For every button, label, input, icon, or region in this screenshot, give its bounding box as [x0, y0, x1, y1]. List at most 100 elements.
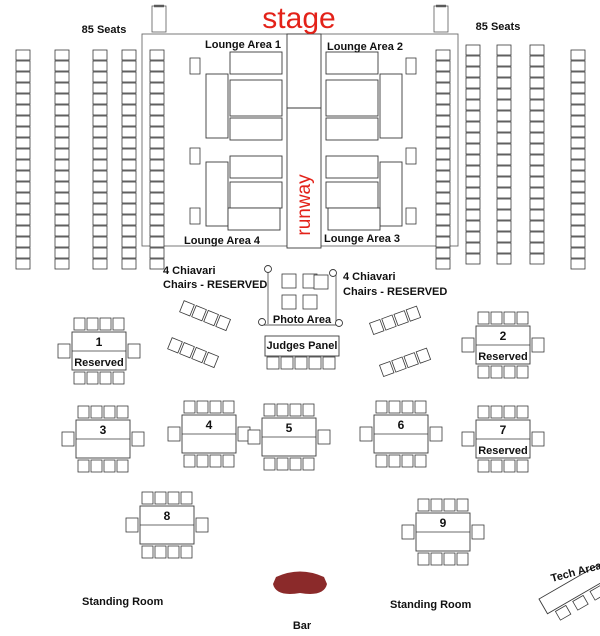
theater-seat[interactable]	[529, 132, 545, 144]
theater-seat[interactable]	[149, 181, 165, 193]
theater-seat[interactable]	[465, 132, 481, 144]
table-chair[interactable]	[222, 400, 235, 414]
theater-seat[interactable]	[435, 203, 451, 215]
theater-seat[interactable]	[529, 99, 545, 111]
table-chair[interactable]	[531, 337, 545, 353]
theater-seat[interactable]	[465, 176, 481, 188]
theater-seat[interactable]	[15, 104, 31, 116]
theater-seat[interactable]	[529, 44, 545, 56]
theater-seat[interactable]	[435, 126, 451, 138]
theater-seat[interactable]	[54, 82, 70, 94]
table-chair[interactable]	[503, 405, 516, 419]
table-chair[interactable]	[90, 405, 103, 419]
reserved-chair-row[interactable]	[179, 300, 232, 332]
theater-seat[interactable]	[496, 253, 512, 265]
theater-seat[interactable]	[465, 66, 481, 78]
theater-seat[interactable]	[121, 192, 137, 204]
table-chair[interactable]	[388, 454, 401, 468]
banquet-table-8[interactable]: 8	[125, 491, 209, 559]
table-chair[interactable]	[209, 400, 222, 414]
theater-seat[interactable]	[15, 82, 31, 94]
theater-seat[interactable]	[435, 115, 451, 127]
theater-seat[interactable]	[570, 71, 586, 83]
theater-seat[interactable]	[570, 115, 586, 127]
table-chair[interactable]	[490, 311, 503, 325]
theater-seat[interactable]	[465, 44, 481, 56]
table-chair[interactable]	[417, 498, 430, 512]
theater-seat[interactable]	[121, 247, 137, 259]
theater-seat[interactable]	[92, 159, 108, 171]
theater-seat[interactable]	[435, 236, 451, 248]
table-chair[interactable]	[116, 405, 129, 419]
theater-seat[interactable]	[149, 192, 165, 204]
theater-seat[interactable]	[15, 258, 31, 270]
table-chair[interactable]	[131, 431, 145, 447]
theater-seat[interactable]	[149, 225, 165, 237]
table-chair[interactable]	[183, 454, 196, 468]
table-chair[interactable]	[112, 371, 125, 385]
theater-seat[interactable]	[496, 231, 512, 243]
theater-seat[interactable]	[435, 137, 451, 149]
table-chair[interactable]	[317, 429, 331, 445]
theater-seat[interactable]	[15, 126, 31, 138]
table-chair[interactable]	[516, 405, 529, 419]
theater-seat[interactable]	[435, 247, 451, 259]
theater-seat[interactable]	[15, 148, 31, 160]
theater-seat[interactable]	[570, 203, 586, 215]
table-chair[interactable]	[77, 459, 90, 473]
theater-seat[interactable]	[149, 236, 165, 248]
theater-seat[interactable]	[465, 99, 481, 111]
theater-seat[interactable]	[435, 225, 451, 237]
theater-seat[interactable]	[15, 159, 31, 171]
theater-seat[interactable]	[54, 71, 70, 83]
theater-seat[interactable]	[570, 236, 586, 248]
table-chair[interactable]	[516, 311, 529, 325]
theater-seat[interactable]	[529, 187, 545, 199]
table-chair[interactable]	[375, 400, 388, 414]
theater-seat[interactable]	[529, 143, 545, 155]
theater-seat[interactable]	[92, 126, 108, 138]
theater-seat[interactable]	[570, 148, 586, 160]
theater-seat[interactable]	[121, 236, 137, 248]
table-chair[interactable]	[359, 426, 373, 442]
table-chair[interactable]	[302, 403, 315, 417]
theater-seat[interactable]	[465, 143, 481, 155]
theater-seat[interactable]	[496, 110, 512, 122]
theater-seat[interactable]	[496, 242, 512, 254]
reserved-chair-row[interactable]	[369, 305, 422, 336]
theater-seat[interactable]	[121, 159, 137, 171]
theater-seat[interactable]	[496, 121, 512, 133]
table-chair[interactable]	[516, 365, 529, 379]
table-chair[interactable]	[289, 457, 302, 471]
table-chair[interactable]	[401, 454, 414, 468]
theater-seat[interactable]	[92, 247, 108, 259]
theater-seat[interactable]	[465, 88, 481, 100]
theater-seat[interactable]	[149, 137, 165, 149]
theater-seat[interactable]	[92, 203, 108, 215]
theater-seat[interactable]	[570, 104, 586, 116]
theater-seat[interactable]	[92, 49, 108, 61]
theater-seat[interactable]	[92, 214, 108, 226]
theater-seat[interactable]	[496, 77, 512, 89]
theater-seat[interactable]	[435, 71, 451, 83]
table-chair[interactable]	[57, 343, 71, 359]
theater-seat[interactable]	[496, 143, 512, 155]
theater-seat[interactable]	[570, 181, 586, 193]
theater-seat[interactable]	[15, 93, 31, 105]
banquet-table-9[interactable]: 9	[401, 498, 485, 566]
judge-chair[interactable]	[294, 356, 308, 370]
judge-chair[interactable]	[308, 356, 322, 370]
table-chair[interactable]	[196, 454, 209, 468]
theater-seat[interactable]	[121, 115, 137, 127]
theater-seat[interactable]	[15, 225, 31, 237]
theater-seat[interactable]	[149, 214, 165, 226]
table-chair[interactable]	[490, 365, 503, 379]
reserved-chair-row[interactable]	[167, 337, 220, 369]
table-chair[interactable]	[477, 311, 490, 325]
table-chair[interactable]	[490, 405, 503, 419]
table-chair[interactable]	[414, 454, 427, 468]
theater-seat[interactable]	[15, 170, 31, 182]
theater-seat[interactable]	[529, 110, 545, 122]
theater-seat[interactable]	[92, 82, 108, 94]
